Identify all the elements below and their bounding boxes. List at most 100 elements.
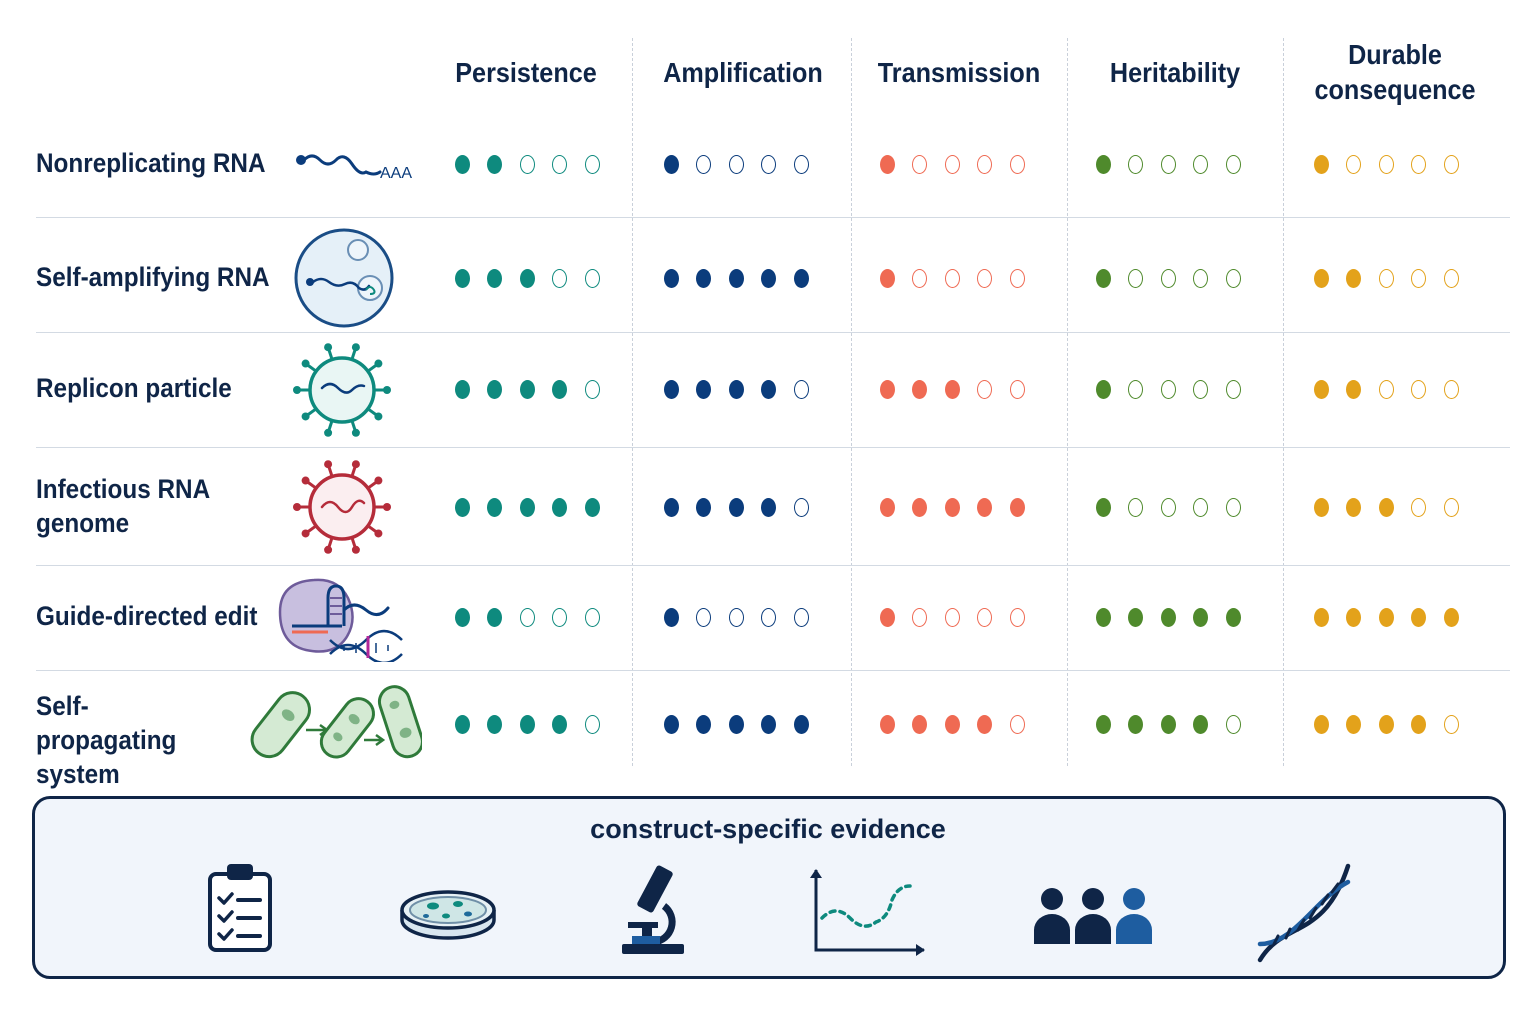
score-dot-filled [663, 268, 679, 288]
score-dot-empty [1160, 497, 1176, 517]
score-dot-filled [454, 714, 470, 734]
score-dot-empty [1128, 379, 1143, 399]
score-dot-filled [454, 379, 470, 399]
score-dot-filled [663, 714, 679, 734]
score-dot-filled [1160, 607, 1176, 627]
score-dot-filled [454, 607, 470, 627]
score-dot-empty [1443, 379, 1459, 399]
score-dot-filled [1378, 497, 1394, 517]
score-dot-empty [519, 607, 535, 627]
score-dot-empty [1378, 379, 1394, 399]
row-label-nonreplicating-rna: Nonreplicating RNA [36, 148, 266, 178]
row-divider [36, 447, 1510, 448]
score-dot-empty [728, 154, 744, 174]
propagating-cells-icon [250, 682, 424, 769]
score-dot-empty [1443, 154, 1459, 174]
score-dot-empty [552, 268, 567, 288]
score-dot-filled [1346, 379, 1361, 399]
score-dot-filled [728, 714, 744, 734]
score-dot-empty [1193, 268, 1208, 288]
score-dot-empty [1160, 379, 1176, 399]
score-dot-empty [1193, 497, 1208, 517]
score-dot-empty [944, 154, 960, 174]
score-dot-filled [1128, 607, 1143, 627]
score-dot-empty [793, 379, 809, 399]
score-dot-filled [728, 379, 744, 399]
clipboard-checklist-icon [208, 864, 272, 952]
score-dot-filled [944, 497, 960, 517]
score-dot-filled [793, 714, 809, 734]
score-dot-filled [663, 497, 679, 517]
score-dot-empty [912, 154, 927, 174]
score-dot-empty [793, 154, 809, 174]
score-dot-empty [1193, 154, 1208, 174]
score-dot-empty [584, 379, 600, 399]
score-dot-empty [1225, 154, 1241, 174]
evidence-panel [32, 796, 1506, 979]
score-dot-filled [761, 268, 776, 288]
score-dot-filled [912, 379, 927, 399]
column-divider [1067, 38, 1068, 766]
score-dot-filled [454, 154, 470, 174]
evidence-title: construct-specific evidence [590, 814, 946, 844]
score-dot-filled [519, 268, 535, 288]
score-dot-filled [879, 154, 895, 174]
row-divider [36, 565, 1510, 566]
score-dot-filled [944, 379, 960, 399]
score-dot-empty [584, 154, 600, 174]
score-dot-filled [1128, 714, 1143, 734]
score-dot-filled [1378, 607, 1394, 627]
score-dot-filled [487, 607, 502, 627]
score-dot-empty [1128, 268, 1143, 288]
score-dot-filled [663, 154, 679, 174]
score-dot-filled [1346, 714, 1361, 734]
score-dot-empty [1128, 497, 1143, 517]
score-dot-filled [912, 714, 927, 734]
score-dot-filled [1225, 607, 1241, 627]
score-dot-filled [552, 714, 567, 734]
score-dot-empty [1193, 379, 1208, 399]
score-dot-empty [696, 154, 711, 174]
row-label-guide-directed-edit: Guide-directed edit [36, 601, 258, 631]
score-dot-empty [977, 154, 992, 174]
score-dot-filled [1313, 268, 1329, 288]
score-dot-filled [1313, 154, 1329, 174]
score-dot-empty [1443, 497, 1459, 517]
score-dot-empty [552, 607, 567, 627]
score-dot-filled [879, 379, 895, 399]
score-dot-filled [696, 268, 711, 288]
score-dot-empty [1160, 268, 1176, 288]
row-label-replicon-particle: Replicon particle [36, 373, 232, 403]
row-label-self-propagating-system: Self-propagating system [36, 691, 177, 789]
score-dot-filled [879, 607, 895, 627]
score-dot-filled [552, 379, 567, 399]
score-dot-empty [793, 607, 809, 627]
score-dot-empty [1009, 154, 1025, 174]
score-dot-filled [1443, 607, 1459, 627]
score-dot-filled [663, 379, 679, 399]
column-divider [1283, 38, 1284, 766]
row-label-self-amplifying-rna: Self-amplifying RNA [36, 262, 270, 292]
score-dot-filled [728, 497, 744, 517]
red-virus-particle-icon [292, 457, 392, 562]
score-dot-empty [944, 607, 960, 627]
score-dot-filled [1095, 154, 1111, 174]
score-dot-filled [912, 497, 927, 517]
score-dot-empty [1225, 497, 1241, 517]
score-dot-empty [944, 268, 960, 288]
microscope-icon [622, 865, 684, 954]
score-dot-empty [1128, 154, 1143, 174]
cell-with-rna-icon [292, 228, 396, 335]
score-dot-filled [879, 268, 895, 288]
people-group-icon [1034, 888, 1152, 944]
score-dot-filled [761, 714, 776, 734]
score-dot-empty [1225, 268, 1241, 288]
score-dot-filled [1313, 607, 1329, 627]
score-dot-empty [1009, 607, 1025, 627]
score-dot-filled [552, 497, 567, 517]
score-dot-empty [1411, 497, 1426, 517]
score-dot-filled [977, 497, 992, 517]
score-dot-empty [519, 154, 535, 174]
score-dot-filled [1095, 497, 1111, 517]
score-dot-empty [1009, 379, 1025, 399]
